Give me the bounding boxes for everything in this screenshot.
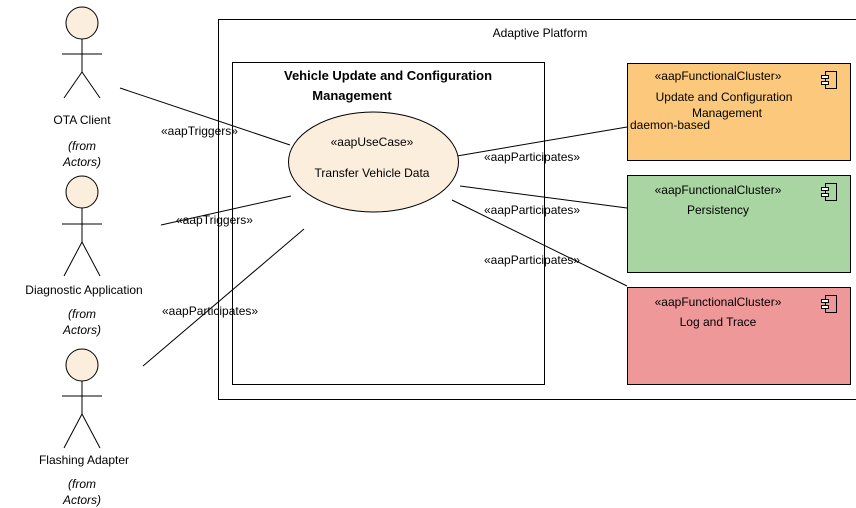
- component-icon: [821, 183, 837, 201]
- cluster-update-config[interactable]: «aapFunctionalCluster» Update and Config…: [627, 63, 851, 161]
- cluster-box: [627, 63, 851, 161]
- actor-diagnostic-application[interactable]: Diagnostic Application (from Actors): [25, 175, 143, 337]
- usecase-to-update-line: [456, 126, 628, 157]
- actor-flashing-adapter[interactable]: Flashing Adapter (from Actors): [39, 348, 129, 507]
- actor-from-line2: Actors): [62, 493, 101, 507]
- use-case-ellipse[interactable]: [288, 111, 459, 213]
- actor-head: [65, 348, 99, 382]
- actor-from-line2: Actors): [62, 155, 101, 169]
- cluster-box: [627, 287, 851, 385]
- actor-from-line1: (from: [68, 307, 96, 321]
- actor-head: [65, 175, 99, 209]
- usecase-to-persistency-line: [459, 185, 628, 209]
- cluster-note: daemon-based: [630, 118, 710, 132]
- subsystem-boundary: [232, 62, 545, 385]
- actor-ota-client[interactable]: OTA Client (from Actors): [53, 6, 111, 169]
- cluster-box: [627, 175, 851, 273]
- cluster-name-line1: Update and Configuration: [656, 90, 793, 104]
- component-icon: [821, 295, 837, 313]
- diag-to-usecase-line: [160, 195, 292, 226]
- subsystem-title-line1: Vehicle Update and Configuration: [284, 68, 492, 83]
- cluster-name-line2: Management: [692, 106, 763, 120]
- cluster-persistency[interactable]: «aapFunctionalCluster» Persistency: [627, 175, 851, 273]
- actor-from-line1: (from: [68, 139, 96, 153]
- ota-to-usecase-line: [119, 87, 291, 146]
- use-case-name: Transfer Vehicle Data: [315, 166, 430, 180]
- logtrace-participates-label: «aapParticipates»: [484, 253, 580, 267]
- cluster-stereotype: «aapFunctionalCluster»: [655, 295, 782, 309]
- persistency-participates-label: «aapParticipates»: [484, 203, 580, 217]
- flash-participates-label: «aapParticipates»: [162, 304, 258, 318]
- diag-triggers-label: «aapTriggers»: [176, 213, 253, 227]
- connector-lines: [119, 87, 628, 367]
- subsystem-title-line2: Management: [312, 88, 392, 103]
- component-icon: [821, 71, 837, 89]
- use-case-stereotype: «aapUseCase»: [331, 135, 414, 149]
- actor-from-line1: (from: [68, 477, 96, 491]
- adaptive-platform-title: Adaptive Platform: [493, 26, 588, 40]
- actor-name-flashing-adapter: Flashing Adapter: [39, 453, 129, 467]
- adaptive-platform-boundary: [218, 19, 856, 400]
- flash-to-usecase-line: [142, 228, 305, 367]
- actor-name-ota-client: OTA Client: [53, 113, 111, 127]
- actor-name-diagnostic-application: Diagnostic Application: [25, 283, 142, 297]
- cluster-name-line1: Persistency: [687, 203, 749, 217]
- actor-head: [65, 6, 99, 40]
- cluster-stereotype: «aapFunctionalCluster»: [655, 69, 782, 83]
- cluster-stereotype: «aapFunctionalCluster»: [655, 183, 782, 197]
- ota-triggers-label: «aapTriggers»: [161, 124, 238, 138]
- usecase-to-logtrace-line: [451, 199, 628, 287]
- cluster-name-line1: Log and Trace: [680, 315, 757, 329]
- cluster-log-trace[interactable]: «aapFunctionalCluster» Log and Trace: [627, 287, 851, 385]
- update-participates-label: «aapParticipates»: [484, 150, 580, 164]
- actor-from-line2: Actors): [62, 323, 101, 337]
